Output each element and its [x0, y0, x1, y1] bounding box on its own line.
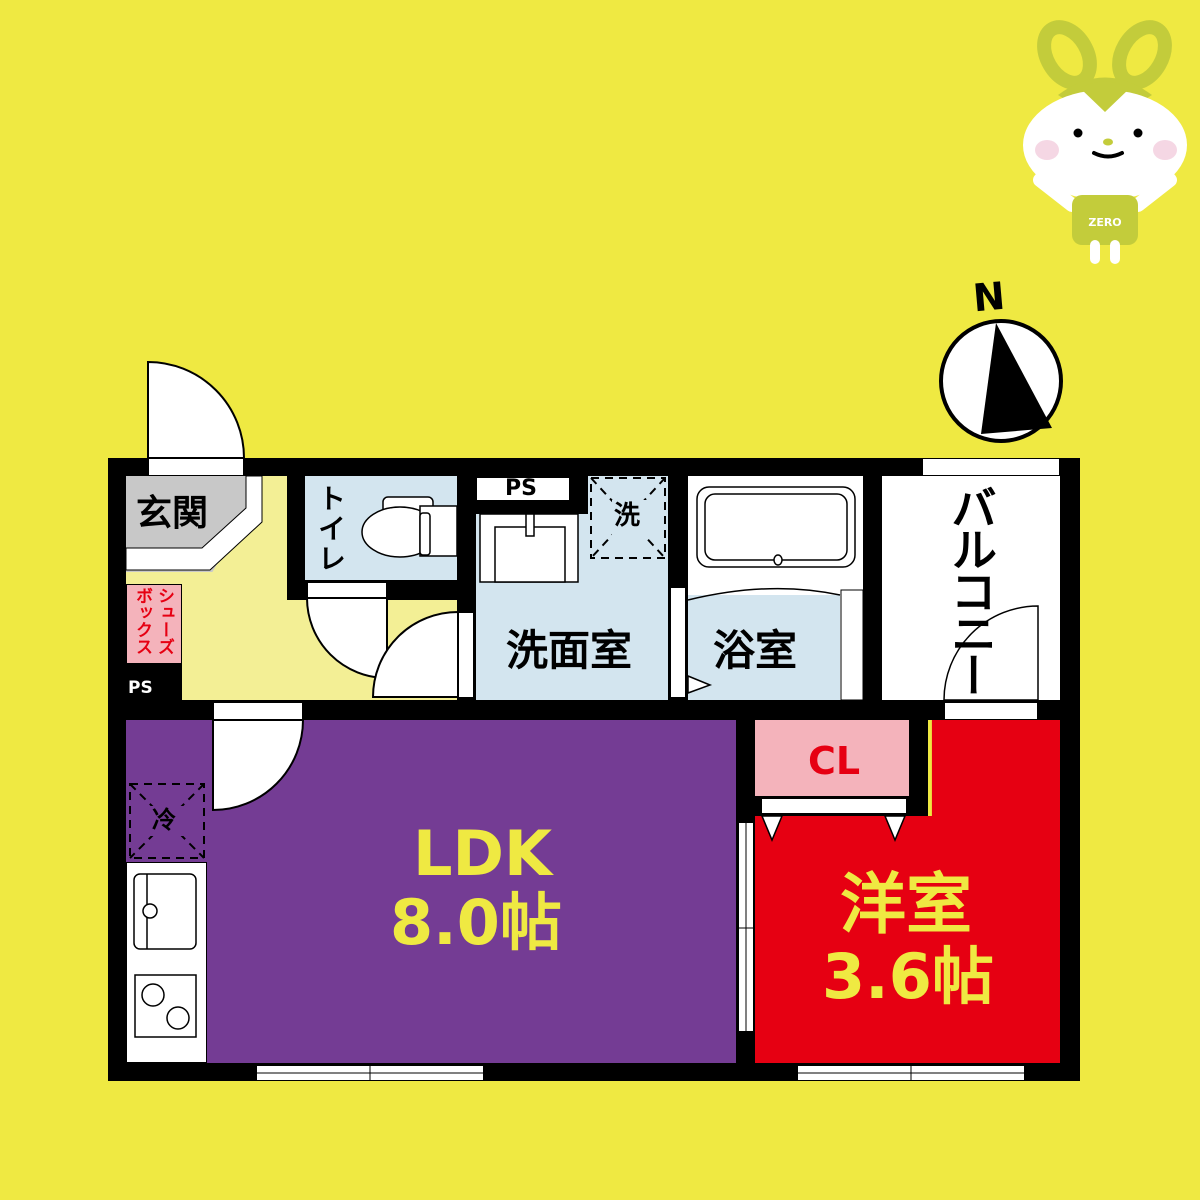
- ps-top-label: PS: [505, 476, 537, 501]
- wall-top: [108, 458, 1080, 476]
- balcony-window-top: [922, 458, 1060, 476]
- svg-text:ZERO: ZERO: [1088, 216, 1121, 229]
- bathroom-door-opening[interactable]: [670, 587, 686, 698]
- washer-label: 洗: [614, 501, 641, 531]
- western-room-size-label: 3.6帖: [822, 940, 994, 1013]
- bathroom-floor: [688, 595, 840, 700]
- compass: [938, 318, 1064, 444]
- entrance-door-opening[interactable]: [148, 458, 244, 476]
- entrance-door-swing: [147, 360, 246, 459]
- closet-door-track[interactable]: [761, 798, 907, 814]
- compass-north-label: N: [971, 273, 1007, 321]
- wall-bath-balcony: [863, 476, 882, 702]
- mascot-icon: ZERO: [1023, 20, 1187, 264]
- washroom-door-opening[interactable]: [458, 612, 474, 698]
- ldk-label: LDK: [413, 817, 553, 890]
- wall-toilet-left: [287, 476, 305, 600]
- shoebox-label-right: シューズ: [154, 587, 174, 655]
- sliding-door-ldk-western[interactable]: [738, 822, 754, 1032]
- balcony-label: バルコニー: [944, 484, 998, 694]
- shoebox: [126, 584, 182, 664]
- shoebox-label-left: ボックス: [132, 587, 152, 655]
- entrance-label: 玄関: [136, 493, 209, 534]
- ldk-size-label: 8.0帖: [390, 886, 562, 959]
- balcony-door-opening[interactable]: [944, 702, 1038, 720]
- western-room-label: 洋室: [840, 866, 972, 943]
- ps-left-label: PS: [128, 678, 153, 698]
- ldk-door-opening[interactable]: [213, 702, 303, 720]
- wall-middle: [108, 700, 1080, 720]
- wall-ps-left: [126, 664, 182, 702]
- wall-right: [1060, 458, 1080, 1081]
- washroom-label: 洗面室: [506, 626, 633, 675]
- toilet-label: トイレ: [314, 484, 347, 574]
- closet: [755, 720, 909, 796]
- toilet-door-opening[interactable]: [307, 582, 387, 598]
- ldk-window: [256, 1065, 484, 1081]
- fridge-label: 冷: [152, 806, 176, 834]
- wall-closet-right: [909, 720, 928, 816]
- western-window: [797, 1065, 1025, 1081]
- wall-left: [108, 458, 126, 1081]
- closet-label: CL: [808, 739, 861, 783]
- ps-top-box: [477, 478, 569, 500]
- compass-arrow-icon: [939, 319, 1063, 443]
- kitchen-counter: [126, 862, 207, 1063]
- bathroom-label: 浴室: [713, 626, 798, 675]
